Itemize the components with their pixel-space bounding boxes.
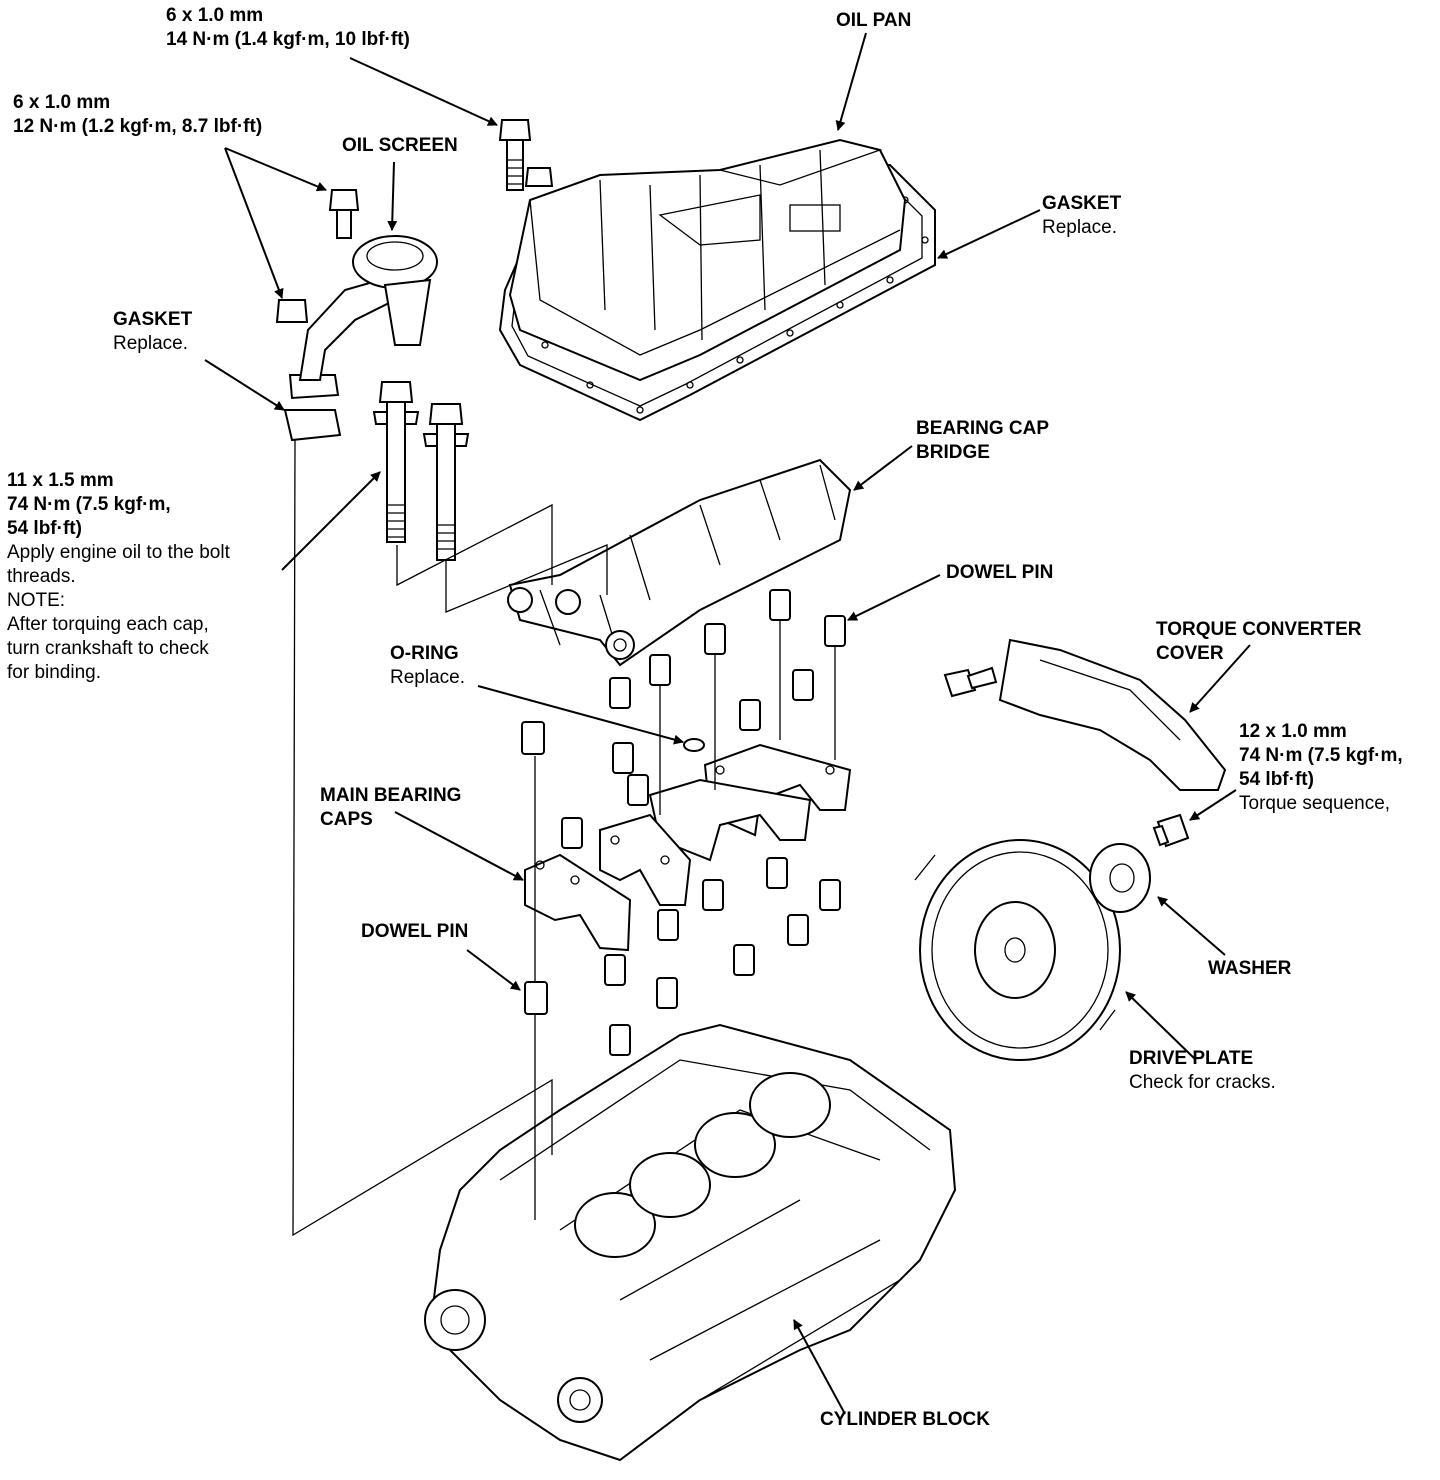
cap-bolt-note3: NOTE:: [7, 590, 66, 611]
pan-gasket-name: GASKET: [1042, 193, 1122, 214]
oil-pan-drawing: [508, 138, 907, 382]
assembly-guide-lines: [292, 439, 836, 1237]
bearing-cap-bridge-line2: BRIDGE: [916, 442, 990, 463]
cap-bolt-note1: Apply engine oil to the bolt: [7, 542, 230, 563]
torque-converter-cover-line2: COVER: [1156, 643, 1224, 664]
oil-pan-bolt-torque: 14 N·m (1.4 kgf·m, 10 lbf·ft): [166, 29, 410, 50]
main-bearing-caps-line1: MAIN BEARING: [320, 785, 462, 806]
drive-plate-bolt-note: Torque sequence,: [1239, 793, 1391, 814]
dowel-pin-upper-name: DOWEL PIN: [946, 562, 1054, 583]
drive-plate-drawing: [914, 839, 1121, 1061]
drive-plate-bolt-torque1: 74 N·m (7.5 kgf·m,: [1239, 745, 1403, 766]
o-ring-label: O-RING Replace.: [390, 642, 465, 690]
washer-drawing: [1089, 843, 1151, 913]
bearing-cap-bridge-line1: BEARING CAP: [916, 418, 1050, 439]
leader-lines: [204, 32, 1251, 1415]
main-bearing-caps-line2: CAPS: [320, 809, 373, 830]
bearing-cap-bridge-drawing: [507, 458, 852, 667]
o-ring-note: Replace.: [390, 667, 465, 688]
oil-pan-bolt-label: 6 x 1.0 mm 14 N·m (1.4 kgf·m, 10 lbf·ft): [166, 4, 410, 52]
cylinder-block-drawing: [424, 1023, 957, 1462]
torque-converter-cover-label: TORQUE CONVERTER COVER: [1156, 618, 1362, 666]
drive-plate-name: DRIVE PLATE: [1129, 1048, 1254, 1069]
screen-gasket-name: GASKET: [113, 309, 193, 330]
oil-pan-bolts: [498, 119, 554, 191]
cap-bolt-note6: for binding.: [7, 662, 102, 683]
cap-bolt-note5: turn crankshaft to check: [7, 638, 209, 659]
cap-bolts: [372, 381, 470, 561]
dowel-pin-lower-label: DOWEL PIN: [361, 920, 468, 944]
oil-pan-name: OIL PAN: [836, 10, 912, 31]
drive-plate-bolt-torque2: 54 lbf·ft): [1239, 769, 1314, 790]
oil-screen-bolt-torque: 12 N·m (1.2 kgf·m, 8.7 lbf·ft): [13, 116, 263, 137]
drive-plate-note: Check for cracks.: [1129, 1072, 1276, 1093]
screen-gasket-label: GASKET Replace.: [113, 308, 192, 356]
oil-pan-bolt-size: 6 x 1.0 mm: [166, 5, 264, 26]
oil-pan-label: OIL PAN: [836, 9, 911, 33]
pan-gasket-note: Replace.: [1042, 217, 1117, 238]
torque-converter-cover-drawing: [943, 638, 1227, 791]
cylinder-block-name: CYLINDER BLOCK: [820, 1409, 990, 1430]
cylinder-block-label: CYLINDER BLOCK: [820, 1408, 990, 1432]
cap-bolt-size: 11 x 1.5 mm: [7, 470, 114, 491]
oil-screen-name: OIL SCREEN: [342, 135, 458, 156]
washer-name: WASHER: [1208, 958, 1292, 979]
drive-plate-bolt-drawing: [1152, 813, 1190, 848]
cap-bolt-note2: threads.: [7, 566, 76, 587]
dowel-pin-lower-name: DOWEL PIN: [361, 921, 469, 942]
oil-screen-bolt-label: 6 x 1.0 mm 12 N·m (1.2 kgf·m, 8.7 lbf·ft…: [13, 91, 262, 139]
pan-gasket-label: GASKET Replace.: [1042, 192, 1121, 240]
main-bearing-caps-drawing: [524, 743, 852, 952]
bearing-cap-bridge-label: BEARING CAP BRIDGE: [916, 417, 1049, 465]
o-ring-name: O-RING: [390, 643, 459, 664]
cap-bolt-note4: After torquing each cap,: [7, 614, 209, 635]
drive-plate-label: DRIVE PLATE Check for cracks.: [1129, 1047, 1276, 1095]
oil-screen-label: OIL SCREEN: [342, 134, 458, 158]
drive-plate-bolt-size: 12 x 1.0 mm: [1239, 721, 1347, 742]
oil-screen-bolt-size: 6 x 1.0 mm: [13, 92, 111, 113]
screen-gasket-note: Replace.: [113, 333, 188, 354]
dowel-pin-upper-label: DOWEL PIN: [946, 561, 1053, 585]
drive-plate-bolt-label: 12 x 1.0 mm 74 N·m (7.5 kgf·m, 54 lbf·ft…: [1239, 720, 1403, 816]
washer-label: WASHER: [1208, 957, 1291, 981]
cap-bolt-torque1: 74 N·m (7.5 kgf·m,: [7, 494, 171, 515]
cap-bolt-torque2: 54 lbf·ft): [7, 518, 82, 539]
torque-converter-cover-line1: TORQUE CONVERTER: [1156, 619, 1362, 640]
cap-bolt-label: 11 x 1.5 mm 74 N·m (7.5 kgf·m, 54 lbf·ft…: [7, 469, 230, 685]
oil-screen-drawing: [275, 189, 438, 442]
dowel-pins: [521, 589, 846, 1056]
main-bearing-caps-label: MAIN BEARING CAPS: [320, 784, 461, 832]
